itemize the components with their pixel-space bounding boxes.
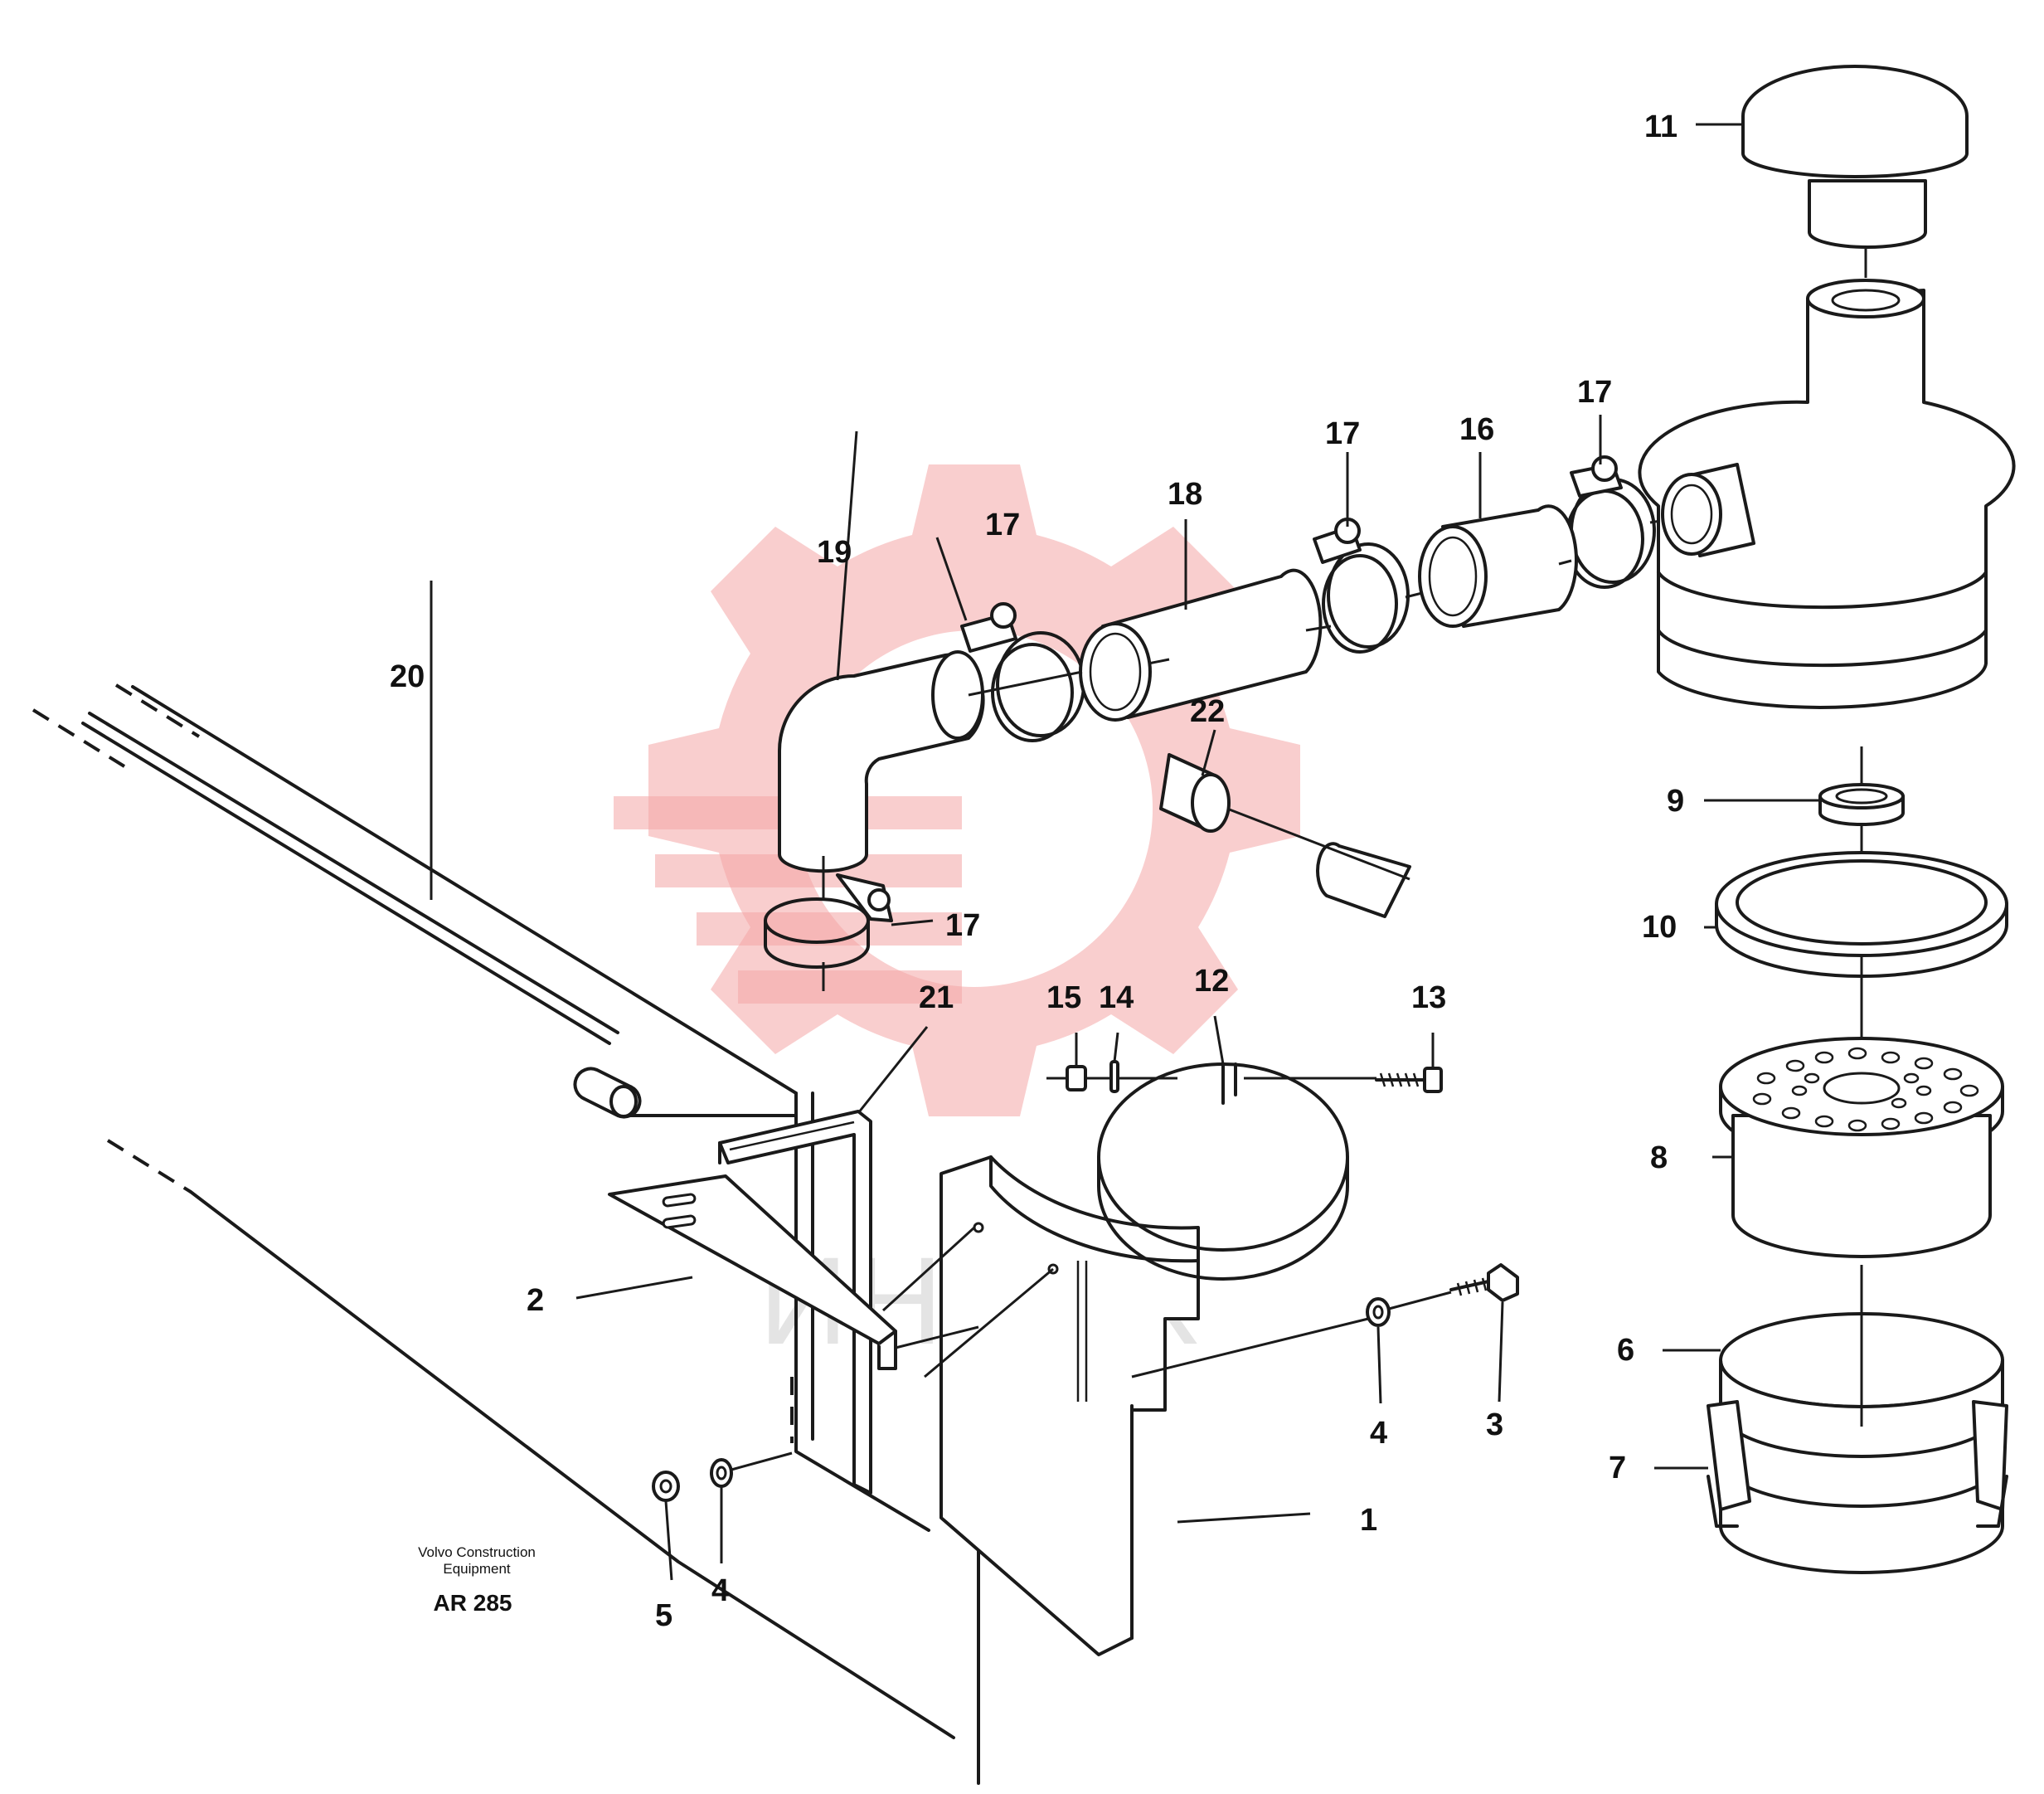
- label-21: 21: [919, 980, 954, 1015]
- label-2: 2: [527, 1283, 544, 1318]
- part-8-filter-element: [1719, 1037, 2004, 1258]
- label-13: 13: [1411, 980, 1446, 1015]
- label-17-d: 17: [945, 908, 980, 943]
- label-4-right: 4: [1370, 1416, 1387, 1451]
- label-20: 20: [390, 659, 425, 694]
- part-1-mount-plate: [939, 1155, 1200, 1656]
- caption-code: AR 285: [434, 1590, 512, 1616]
- part-9-seal: [1818, 783, 1905, 826]
- part-11-rain-cap: [1741, 65, 1969, 278]
- caption-line-2: Equipment: [443, 1561, 511, 1577]
- label-18: 18: [1168, 477, 1202, 512]
- label-17-c: 17: [1577, 375, 1612, 410]
- label-22: 22: [1190, 694, 1225, 729]
- leader-lines: [430, 123, 1820, 1581]
- part-22-pipe-sleeve: [1159, 753, 1411, 918]
- label-15: 15: [1046, 980, 1081, 1015]
- label-6: 6: [1617, 1333, 1634, 1368]
- part-4-washer-left: [710, 1458, 733, 1488]
- label-14: 14: [1099, 980, 1134, 1015]
- label-3: 3: [1486, 1407, 1503, 1442]
- label-1: 1: [1360, 1503, 1377, 1538]
- part-5-nut-left: [652, 1471, 680, 1502]
- label-12: 12: [1194, 964, 1229, 999]
- label-7: 7: [1609, 1451, 1626, 1485]
- part-4-washer-right: [1366, 1297, 1391, 1327]
- label-9: 9: [1667, 784, 1684, 819]
- part-17-clamp-4: [764, 873, 893, 969]
- part-15-nut: [1066, 1065, 1087, 1091]
- part-14-spacer: [1109, 1060, 1119, 1093]
- label-11: 11: [1644, 109, 1677, 144]
- part-17-clamp-2: [1313, 518, 1410, 654]
- diagram-caption: Volvo Construction Equipment AR 285: [418, 1544, 536, 1616]
- label-8: 8: [1650, 1140, 1668, 1175]
- part-7-clip: [1707, 1400, 2008, 1528]
- part-13-bolt: [1375, 1067, 1443, 1093]
- caption-line-1: Volvo Construction: [418, 1544, 536, 1560]
- part-2-plate: [608, 1174, 897, 1443]
- part-20-frame-rail: [32, 683, 980, 1785]
- label-16: 16: [1459, 412, 1494, 447]
- label-17-a: 17: [985, 508, 1020, 542]
- part-18-hose: [1079, 568, 1323, 722]
- label-19: 19: [817, 535, 852, 570]
- part-17-clamp-1: [960, 602, 1085, 742]
- label-4-left: 4: [711, 1573, 729, 1608]
- part-21-bracket: [718, 1110, 872, 1495]
- part-labels: 1 2 3 4 4 5 6 7 8 9 10 11 12 13 14 15 16…: [390, 109, 1684, 1633]
- part-16-sleeve: [1418, 504, 1578, 628]
- label-17-b: 17: [1325, 416, 1360, 451]
- label-5: 5: [655, 1598, 672, 1633]
- air-cleaner-housing: [1638, 279, 2016, 709]
- part-3-screw: [1449, 1263, 1519, 1302]
- label-10: 10: [1642, 910, 1677, 945]
